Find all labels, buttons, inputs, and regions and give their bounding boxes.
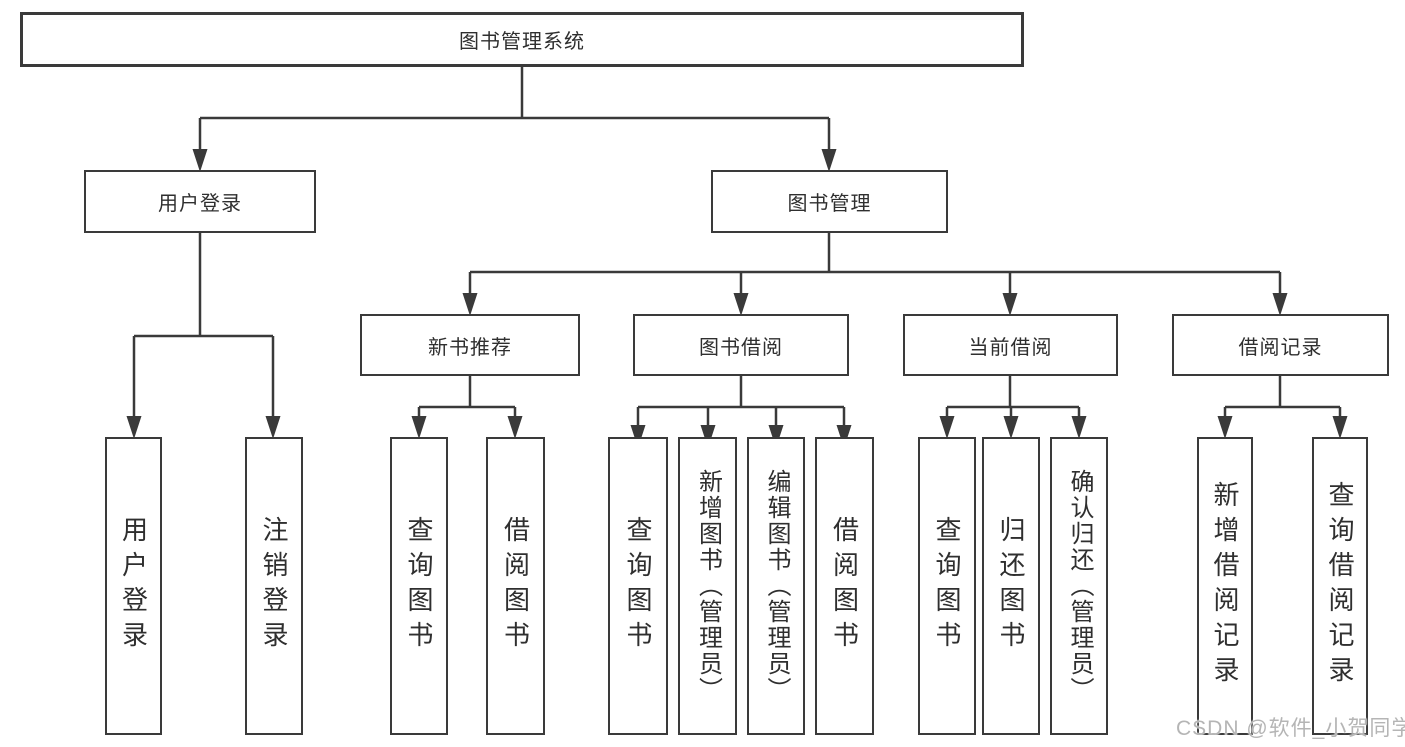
node-recommend-query-books: 查询图书 xyxy=(390,437,448,735)
node-borrow-query-books: 查询图书 xyxy=(608,437,668,735)
node-current-query-books: 查询图书 xyxy=(918,437,976,735)
csdn-watermark: CSDN @软件_小贺同学 xyxy=(1176,717,1405,740)
node-current-borrowing: 当前借阅 xyxy=(903,314,1118,376)
arrowheads xyxy=(126,149,1348,448)
node-library-management-system: 图书管理系统 xyxy=(20,12,1024,67)
node-records-add-borrow-record: 新增借阅记录 xyxy=(1197,437,1253,735)
node-borrow-add-books-admin: 新增图书（管理员） xyxy=(678,437,737,735)
node-user-login-leaf: 用户登录 xyxy=(105,437,162,735)
node-records-query-borrow-record: 查询借阅记录 xyxy=(1312,437,1368,735)
node-borrow-edit-books-admin: 编辑图书（管理员） xyxy=(747,437,805,735)
node-borrow-borrow-books: 借阅图书 xyxy=(815,437,874,735)
node-borrowing-records: 借阅记录 xyxy=(1172,314,1389,376)
node-logout-leaf: 注销登录 xyxy=(245,437,303,735)
node-current-return-books: 归还图书 xyxy=(982,437,1040,735)
node-user-login: 用户登录 xyxy=(84,170,316,233)
node-recommend-borrow-books: 借阅图书 xyxy=(486,437,545,735)
node-new-book-recommendation: 新书推荐 xyxy=(360,314,580,376)
connector-paths xyxy=(132,67,1342,438)
node-book-borrowing: 图书借阅 xyxy=(633,314,849,376)
node-current-confirm-return-admin: 确认归还（管理员） xyxy=(1050,437,1108,735)
node-book-management: 图书管理 xyxy=(711,170,948,233)
